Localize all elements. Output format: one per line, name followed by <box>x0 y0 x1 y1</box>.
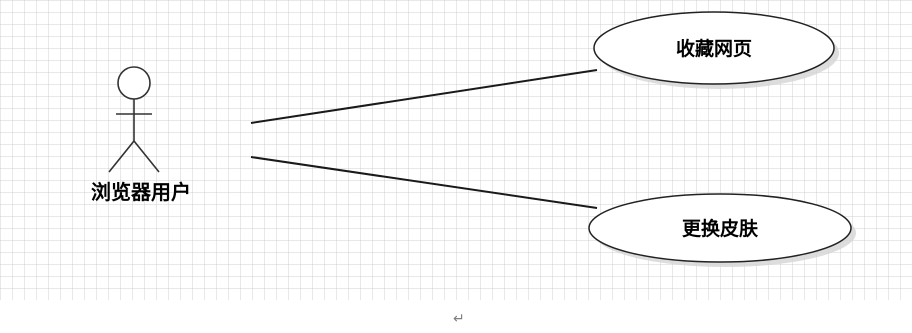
use-case-change-skin[interactable]: 更换皮肤 <box>588 193 856 267</box>
actor-right-leg <box>133 140 160 173</box>
use-case-change-skin-ellipse <box>588 193 852 263</box>
association-line-skin[interactable] <box>250 156 598 209</box>
actor-left-leg <box>108 140 135 173</box>
actor-head <box>117 66 151 100</box>
use-case-change-skin-label: 更换皮肤 <box>682 217 759 240</box>
association-line-favorite[interactable] <box>250 69 598 124</box>
actor-label: 浏览器用户 <box>91 180 191 204</box>
use-case-favorite-page[interactable]: 收藏网页 <box>593 11 839 89</box>
actor-browser-user[interactable]: 浏览器用户 <box>91 66 191 204</box>
use-case-favorite-page-ellipse <box>593 11 835 85</box>
paragraph-mark-icon: ↵ <box>453 311 465 327</box>
use-case-favorite-page-label: 收藏网页 <box>676 37 752 60</box>
